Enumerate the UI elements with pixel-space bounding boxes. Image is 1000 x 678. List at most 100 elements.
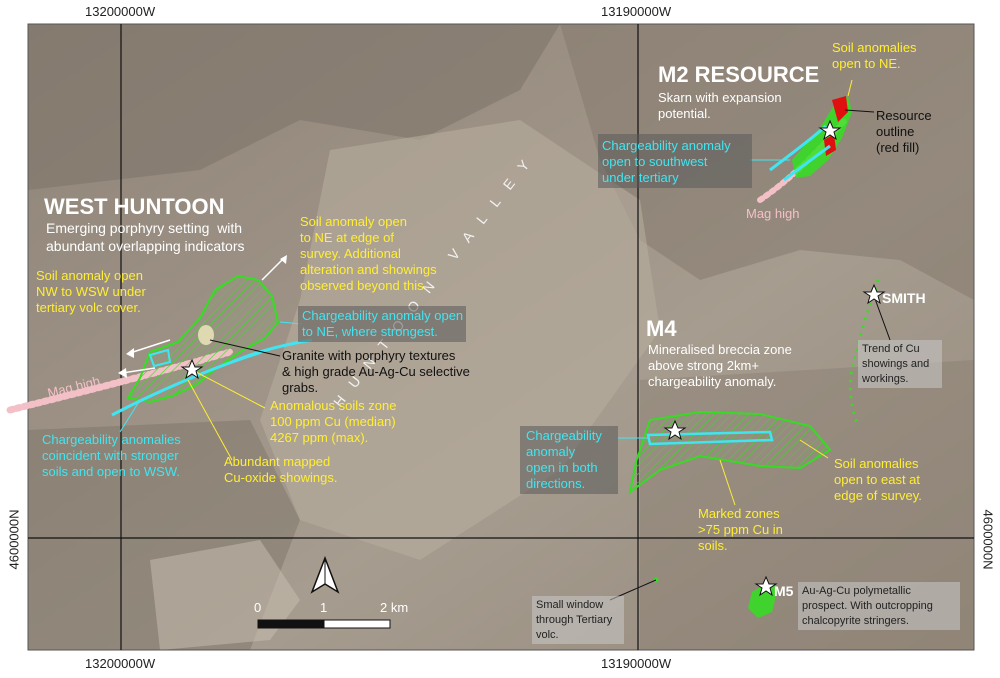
- m2-charge-note: Chargeability anomaly: [602, 138, 731, 153]
- west-huntoon-star-icon[interactable]: [180, 358, 204, 380]
- leader-line: [719, 459, 736, 506]
- m2-desc: Skarn with expansion: [658, 90, 782, 105]
- m4-title: M4: [646, 316, 677, 341]
- west-huntoon-title: WEST HUNTOON: [44, 194, 225, 219]
- leader-line: [195, 371, 266, 409]
- cu-oxide-note: Abundant mapped: [224, 454, 331, 469]
- m5-note: prospect. With outcropping: [802, 600, 933, 612]
- leader-line: [119, 399, 141, 433]
- soil-nw-note: NW to WSW under: [36, 284, 146, 299]
- scale-tick-0: 0: [254, 600, 262, 615]
- window-box: [532, 596, 624, 644]
- m2-desc: potential.: [658, 106, 711, 121]
- m2-resource-note: outline: [876, 124, 915, 139]
- charge-ne-note: to NE, where strongest.: [302, 324, 438, 339]
- scale-tick-2: 2 km: [380, 600, 409, 615]
- leader-line: [209, 339, 281, 357]
- coord-bottom-right: 13190000W: [601, 656, 672, 671]
- arrow-head: [126, 348, 134, 358]
- mountain-terrain: [28, 24, 560, 190]
- leader-line: [873, 295, 891, 341]
- m4-charge-note: open in both: [526, 460, 598, 475]
- scale-bar: [323, 619, 391, 629]
- scale-bar: [257, 619, 325, 629]
- m2-title: M2 RESOURCE: [658, 62, 820, 87]
- coord-bottom-left: 13200000W: [85, 656, 156, 671]
- soil-nw-note: Soil anomaly open: [36, 268, 143, 283]
- leader-line: [847, 79, 853, 97]
- m4-soil-note: Soil anomalies: [834, 456, 919, 471]
- granite-note: Granite with porphyry textures: [282, 348, 456, 363]
- m2-resource-note: (red fill): [876, 140, 920, 155]
- soil-ne-note: observed beyond this.: [300, 278, 428, 293]
- m4-soil-note: open to east at: [834, 472, 921, 487]
- coord-right-side: 4600000N: [980, 509, 996, 570]
- coord-top-right: 13190000W: [601, 4, 672, 19]
- m2-charge-box: [598, 134, 752, 188]
- m2-star-icon[interactable]: [818, 119, 842, 141]
- charge-ne-note: Chargeability anomaly open: [302, 308, 464, 323]
- m4-desc: chargeability anomaly.: [648, 374, 777, 389]
- m2-mag-high-label: Mag high: [746, 206, 800, 221]
- smith-showings-trend: [848, 279, 880, 426]
- window-note: through Tertiary: [536, 614, 613, 626]
- smith-trend-note: showings and: [862, 358, 930, 370]
- soil-ne-note: Soil anomaly open: [300, 214, 407, 229]
- m4-soil-anomaly[interactable]: [628, 410, 832, 495]
- smith-title: SMITH: [882, 290, 926, 306]
- coord-left-side: 4600000N: [6, 509, 22, 570]
- m2-soil-note: Soil anomalies: [832, 40, 917, 55]
- m2-resource-outline[interactable]: [824, 96, 848, 156]
- arrow: [129, 339, 171, 354]
- m2-charge-note: open to southwest: [602, 154, 708, 169]
- m4-desc: Mineralised breccia zone: [648, 342, 792, 357]
- mountain-terrain: [560, 24, 974, 300]
- m4-charge-note: directions.: [526, 476, 586, 491]
- m4-marked-note: Marked zones: [698, 506, 780, 521]
- charge-sw-note: Chargeability anomalies: [42, 432, 181, 447]
- arrow-head: [280, 255, 287, 264]
- granite-note: grabs.: [282, 380, 319, 395]
- scale-tick-1: 1: [320, 600, 328, 615]
- chargeability-anomaly: [646, 430, 774, 446]
- smith-star-icon[interactable]: [862, 283, 886, 305]
- leader-line: [844, 109, 875, 113]
- leader-line: [799, 439, 829, 459]
- m4-soil-note: edge of survey.: [834, 488, 922, 503]
- m4-star-icon[interactable]: [663, 419, 687, 441]
- m2-charge-note: under tertiary: [602, 170, 679, 185]
- m2-resource-note: Resource: [876, 108, 932, 123]
- m5-note: chalcopyrite stringers.: [802, 615, 909, 627]
- coord-top-left: 13200000W: [85, 4, 156, 19]
- leader-line: [187, 379, 233, 461]
- charge-sw-note: coincident with stronger: [42, 448, 179, 463]
- west-huntoon-desc: abundant overlapping indicators: [46, 238, 245, 254]
- m5-star-icon[interactable]: [754, 575, 778, 597]
- m5-title: M5: [774, 583, 794, 599]
- m4-charge-box: [520, 426, 618, 494]
- granite-note: & high grade Au-Ag-Cu selective: [282, 364, 470, 379]
- m4-marked-note: >75 ppm Cu in: [698, 522, 783, 537]
- anomalous-soils-note: 100 ppm Cu (median): [270, 414, 396, 429]
- smith-trend-note: Trend of Cu: [862, 343, 920, 355]
- chargeability-anomaly: [769, 124, 831, 182]
- m5-box: [798, 582, 960, 630]
- m4-marked-note: soils.: [698, 538, 728, 553]
- m4-desc: above strong 2km+: [648, 358, 759, 373]
- arrow: [261, 257, 285, 281]
- anomalous-soils-note: 4267 ppm (max).: [270, 430, 369, 445]
- m5-note: Au-Ag-Cu polymetallic: [802, 585, 911, 597]
- m4-charge-note: Chargeability: [526, 428, 602, 443]
- soil-nw-note: tertiary volc cover.: [36, 300, 141, 315]
- window-note: Small window: [536, 599, 604, 611]
- anomalous-soils-note: Anomalous soils zone: [270, 398, 397, 413]
- arrow: [121, 367, 156, 374]
- cu-oxide-note: Cu-oxide showings.: [224, 470, 338, 485]
- granite-outcrop: [198, 325, 214, 345]
- smith-trend-note: workings.: [862, 373, 909, 385]
- window-note: volc.: [536, 629, 559, 641]
- arrow-head: [118, 368, 127, 378]
- west-huntoon-desc: Emerging porphyry setting with: [46, 220, 243, 236]
- m4-charge-note: anomaly: [526, 444, 576, 459]
